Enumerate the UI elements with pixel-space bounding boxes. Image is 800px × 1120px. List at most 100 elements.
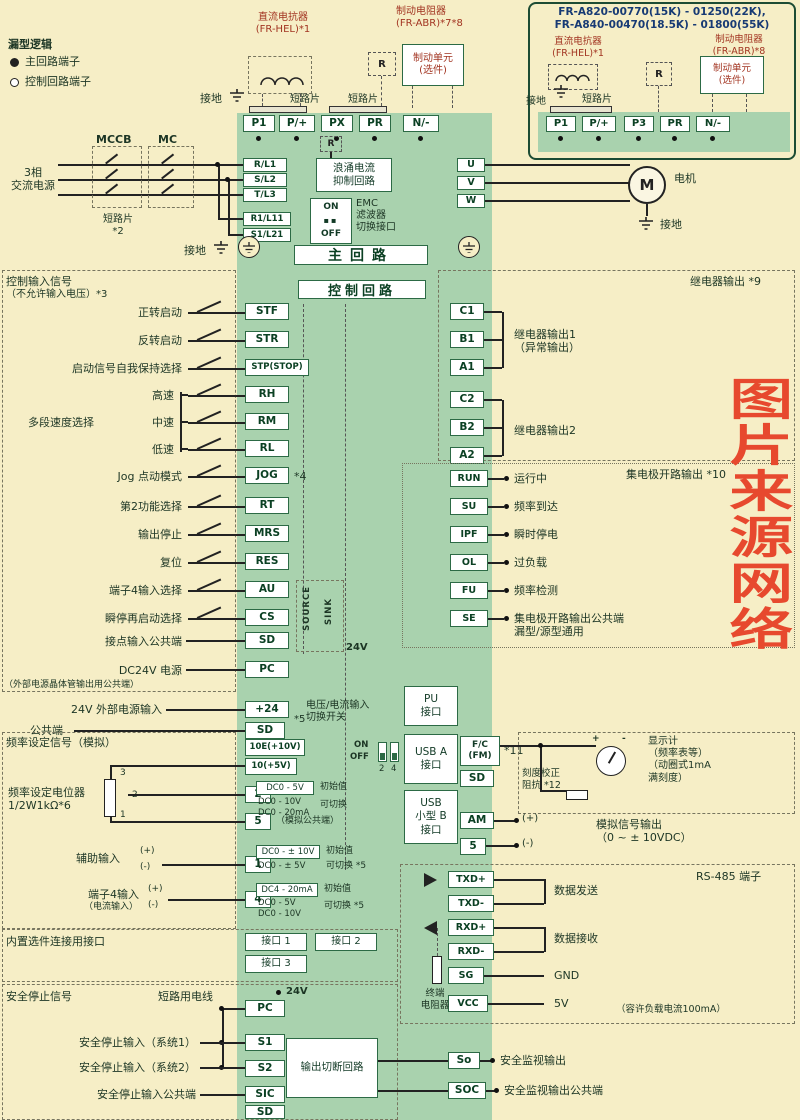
- relay-output-title: 继电器输出 *9: [690, 275, 761, 288]
- wire: [484, 427, 502, 429]
- wire: [484, 339, 502, 341]
- fu-label: 频率检测: [514, 584, 558, 597]
- terminal-rm: RM: [245, 413, 289, 430]
- option-port-3: 接口 3: [245, 955, 307, 973]
- rs485-group: [400, 864, 795, 1024]
- switch-icon: [188, 330, 245, 343]
- terminal-au: AU: [245, 581, 289, 598]
- wire: [480, 1060, 492, 1062]
- terminal-ol: OL: [450, 554, 488, 571]
- terminal-s1: S1: [245, 1034, 285, 1051]
- wire: [110, 765, 245, 767]
- jog-note: *4: [294, 470, 307, 483]
- relay-output-group: [438, 270, 795, 461]
- terminal-p-plus: P/+: [279, 115, 315, 132]
- wire: [110, 821, 245, 823]
- safety-input1-label: 安全停止输入（系统1）: [79, 1036, 196, 1049]
- 24v-label: 24V: [286, 986, 308, 997]
- potentiometer-label: 频率设定电位器 1/2W1kΩ*6: [8, 786, 85, 813]
- ground-icon: [243, 241, 255, 253]
- inset-brake-unit-box: 制动单元 (选件): [700, 56, 764, 94]
- terminal-cs: CS: [245, 609, 289, 626]
- wire: [712, 94, 713, 112]
- surge-suppression-box: 浪涌电流 抑制回路: [316, 158, 392, 192]
- ol-label: 过负载: [514, 556, 547, 569]
- receiver-icon: [424, 921, 437, 935]
- inset-terminal-pr: PR: [660, 116, 690, 132]
- inset-terminal-p1: P1: [546, 116, 576, 132]
- run-label: 运行中: [514, 472, 547, 485]
- wire: [222, 1008, 224, 1068]
- rs485-title: RS-485 端子: [696, 870, 762, 883]
- control-input-title: 控制输入信号: [6, 275, 72, 288]
- pc-note: （外部电源晶体管输出用公共端）: [4, 680, 140, 690]
- wire: [200, 1094, 245, 1096]
- switchable-label: 可切换 *5: [324, 901, 365, 911]
- wire: [378, 1060, 448, 1062]
- resistor-icon: [566, 790, 588, 800]
- meter-icon: [596, 746, 626, 776]
- terminal-c1: C1: [450, 303, 484, 320]
- analog-output-label: 模拟信号输出 （0 ~ ± 10VDC）: [596, 818, 692, 845]
- wire: [494, 951, 544, 953]
- inset-model-line2: FR-A840-00470(18.5K) - 01800(55K): [554, 19, 770, 31]
- wire: [484, 975, 544, 977]
- wire: [345, 304, 346, 870]
- meter-label: 显示计 （频率表等） （动圈式1mA 满刻度）: [648, 736, 711, 784]
- jumper-bar: [329, 106, 387, 113]
- wire: [168, 899, 245, 901]
- aux-minus: (-): [140, 862, 151, 872]
- power-supply-label: 3相 交流电源: [11, 166, 55, 193]
- junction-dot: [504, 588, 509, 593]
- switchable-label: 可切换: [320, 800, 348, 810]
- junction-dot: [636, 136, 641, 141]
- jumper-bar: [550, 106, 612, 113]
- terminal-10e: 10E(+10V): [245, 739, 305, 756]
- junction-dot: [219, 1006, 224, 1011]
- legend-control-terminal: 控制回路端子: [25, 75, 91, 88]
- terminal-pr: PR: [359, 115, 391, 132]
- wire: [303, 304, 304, 654]
- terminal-c2: C2: [450, 391, 484, 408]
- usb-mini-b-interface-box: USB 小型 B 接口: [404, 790, 458, 844]
- terminal-r1-l11: R1/L11: [243, 212, 291, 226]
- wire: [494, 927, 544, 929]
- safety-stop-title: 安全停止信号: [6, 990, 72, 1003]
- wire: [186, 669, 245, 671]
- ground-label: 接地: [184, 244, 206, 257]
- terminal-a2: A2: [450, 447, 484, 464]
- 24v-label: 24V: [346, 642, 368, 653]
- terminal-plus24: +24: [245, 701, 289, 718]
- wire: [222, 1008, 245, 1010]
- wire: [485, 164, 630, 166]
- wire: [218, 165, 220, 219]
- inset-dc-reactor-box: [548, 64, 598, 90]
- wire: [544, 879, 546, 904]
- terminal-rxd-plus: RXD+: [448, 919, 494, 936]
- sink-label: SINK: [324, 598, 334, 625]
- short-bar-label: 短路片: [290, 94, 320, 105]
- junction-dot: [504, 532, 509, 537]
- current-input-note: （电流输入）: [84, 902, 139, 912]
- pot-pin1: 1: [120, 810, 126, 820]
- input-label-cs: 瞬停再启动选择: [105, 612, 182, 625]
- terminal-stp-stop: STP(STOP): [245, 359, 309, 376]
- note-star5: *5: [294, 714, 306, 725]
- relay1-label: 继电器输出1 （异常输出）: [514, 328, 580, 355]
- wire: [412, 86, 413, 108]
- emc-off-label: OFF: [321, 228, 341, 239]
- wire: [378, 1090, 448, 1092]
- terminal-sd: SD: [245, 632, 289, 649]
- range-box-dc10v: DC0 - ± 10V: [256, 845, 320, 859]
- terminal-stf: STF: [245, 303, 289, 320]
- dip-switch-2: [378, 742, 387, 762]
- mc-box: [148, 146, 194, 208]
- wire: [452, 86, 453, 108]
- terminal4-input-label: 端子4输入: [88, 888, 139, 901]
- terminal-sd-safety: SD: [245, 1105, 285, 1119]
- rx-label: 数据接收: [554, 932, 598, 945]
- range-box-dc4-20ma: DC4 - 20mA: [256, 883, 318, 897]
- terminal-se: SE: [450, 610, 488, 627]
- control-input-group: [2, 270, 236, 692]
- terminal-jog: JOG: [245, 467, 289, 484]
